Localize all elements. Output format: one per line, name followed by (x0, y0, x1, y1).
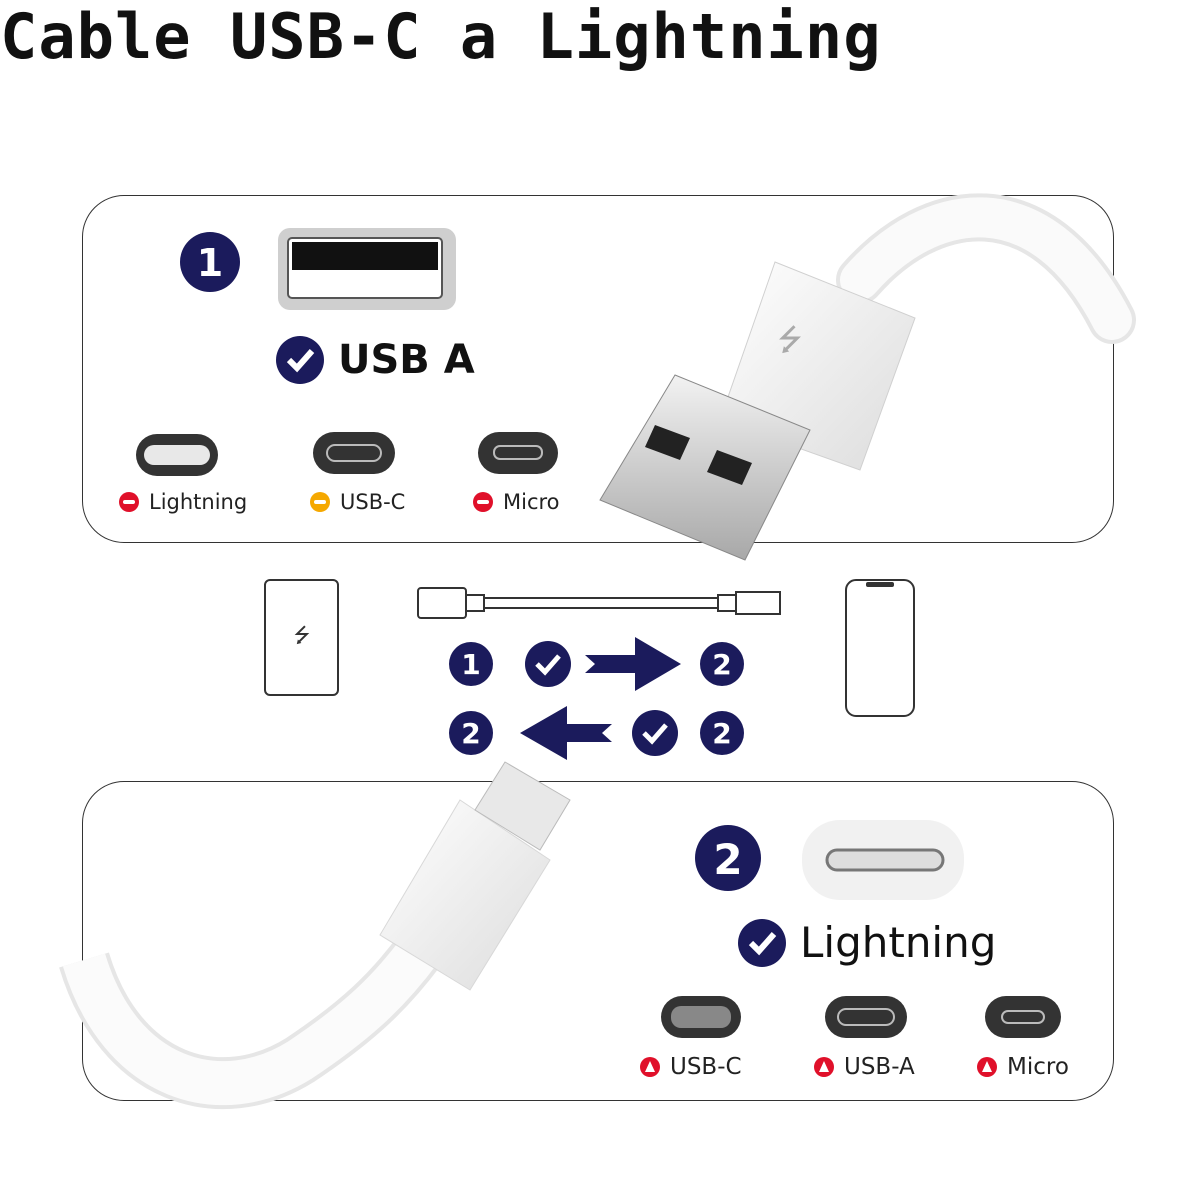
micro-port-icon (478, 432, 558, 474)
lightning-plug-illustration (59, 761, 571, 1110)
port-label-usb-c: USB-C (640, 1054, 742, 1080)
alert-icon (640, 1057, 660, 1077)
not-allowed-icon (119, 492, 139, 512)
svg-text:2: 2 (712, 717, 731, 750)
check-icon (525, 641, 571, 687)
lightning-port-icon (136, 434, 218, 476)
svg-text:1: 1 (197, 241, 223, 285)
usb-c-port-icon (661, 996, 741, 1038)
svg-text:2: 2 (712, 648, 731, 681)
svg-text:2: 2 (461, 717, 480, 750)
badge-1-icon: 1 (180, 232, 240, 292)
not-allowed-icon (473, 492, 493, 512)
alert-icon (814, 1057, 834, 1077)
step-2-icon: 2 (700, 711, 744, 755)
lightning-selected: Lightning (738, 918, 996, 967)
page-title: Cable USB-C a Lightning (0, 0, 882, 73)
usb-a-plug-illustration: ⭍ (599, 193, 1136, 561)
micro-port-icon (985, 996, 1061, 1038)
step-2-icon: 2 (700, 642, 744, 686)
check-icon (276, 336, 324, 384)
check-icon (738, 918, 786, 967)
arrow-left-icon (520, 706, 612, 760)
charger-icon: ⭍ (264, 579, 339, 696)
step-2-icon: 2 (449, 711, 493, 755)
usb-a-panel (82, 195, 1114, 543)
usb-a-port-icon (825, 996, 907, 1038)
lightning-port-image (802, 820, 964, 900)
cable-icon (417, 587, 781, 619)
svg-text:2: 2 (713, 835, 742, 884)
svg-text:1: 1 (461, 648, 480, 681)
warning-icon (310, 492, 330, 512)
usb-c-port-icon (313, 432, 395, 474)
badge-2-icon: 2 (695, 825, 761, 891)
lightning-label: Lightning (800, 918, 997, 967)
usb-a-port-icon (278, 228, 456, 310)
usb-a-label: USB A (338, 337, 475, 383)
alert-icon (977, 1057, 997, 1077)
port-label-micro: Micro (977, 1054, 1069, 1080)
port-label-usb-c: USB-C (310, 490, 405, 514)
port-label-micro: Micro (473, 490, 560, 514)
phone-icon (845, 579, 915, 717)
usb-a-selected: USB A (276, 336, 475, 384)
port-label-usb-a: USB-A (814, 1054, 915, 1080)
svg-text:⭍: ⭍ (778, 323, 803, 358)
arrow-right-icon (585, 637, 681, 691)
check-icon (632, 710, 678, 756)
svg-text:⭍: ⭍ (294, 623, 311, 647)
step-1-icon: 1 (449, 642, 493, 686)
port-label-lightning: Lightning (119, 490, 247, 514)
